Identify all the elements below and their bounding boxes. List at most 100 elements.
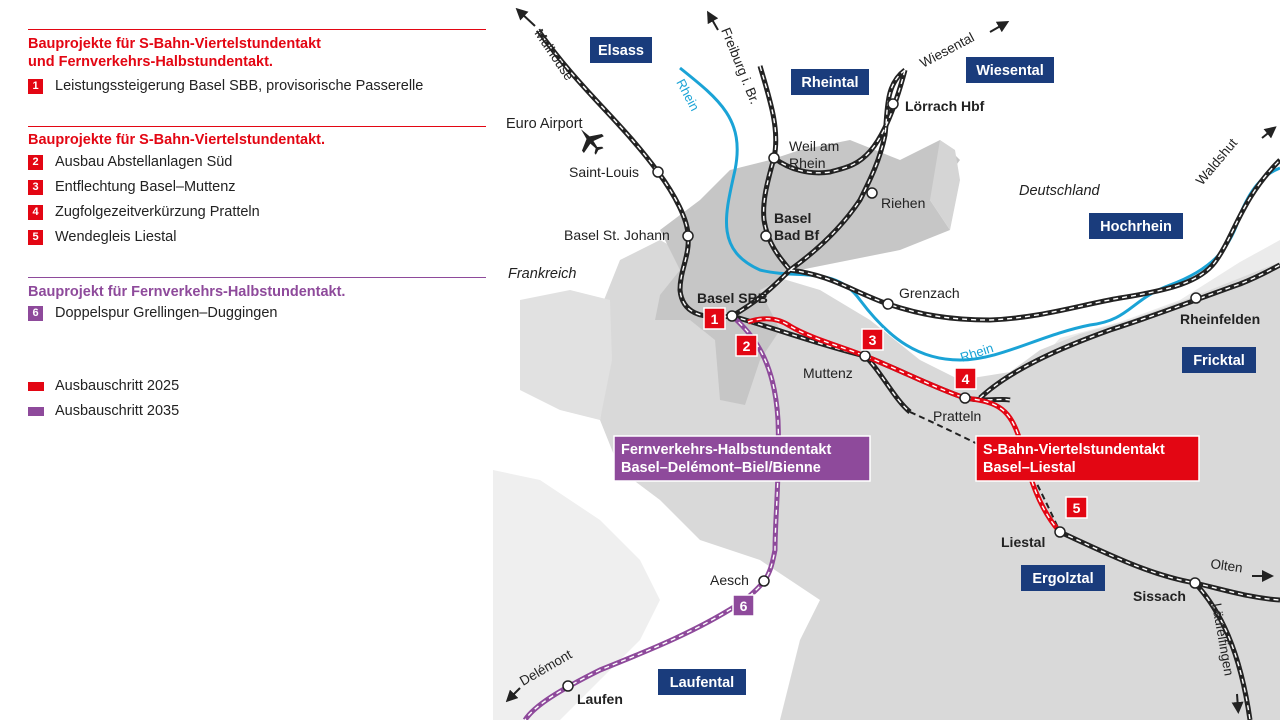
station-dot-rheinfelden bbox=[1190, 292, 1202, 304]
station-dot-muttenz bbox=[859, 350, 871, 362]
label-saint-louis: Saint-Louis bbox=[569, 164, 639, 180]
key-label-2025: Ausbauschritt 2025 bbox=[55, 378, 180, 394]
region-fricktal: Fricktal bbox=[1193, 353, 1245, 369]
label-pratteln: Pratteln bbox=[933, 408, 981, 424]
legend-num-2: 2 bbox=[28, 154, 43, 170]
dir-mulhouse: Mulhouse bbox=[532, 26, 577, 83]
callout-sbahn-line1: S-Bahn-Viertelstundentakt bbox=[983, 442, 1165, 458]
callout-sbahn: S-Bahn-Viertelstundentakt Basel–Liestal bbox=[975, 435, 1200, 482]
station-dot-liestal bbox=[1054, 526, 1066, 538]
label-muttenz: Muttenz bbox=[803, 365, 853, 381]
svg-text:2: 2 bbox=[743, 338, 751, 354]
legend-item-3: 3 Entflechtung Basel–Muttenz bbox=[28, 178, 236, 196]
label-riehen: Riehen bbox=[881, 195, 925, 211]
land-light-southwest bbox=[493, 470, 660, 720]
marker-1: 1 bbox=[703, 307, 726, 330]
svg-text:6: 6 bbox=[740, 598, 748, 614]
project-markers: 1 2 3 4 5 6 bbox=[703, 307, 1088, 617]
legend-key-2035: Ausbauschritt 2035 bbox=[28, 402, 179, 420]
legend-title-1-line2: und Fernverkehrs-Halbstundentakt. bbox=[28, 54, 273, 70]
region-labels: Elsass Rheintal Wiesental Hochrhein Fric… bbox=[590, 37, 1256, 695]
legend-rule-2 bbox=[28, 126, 486, 127]
legend-num-6: 6 bbox=[28, 305, 43, 321]
land-mid-south bbox=[600, 240, 1280, 720]
label-basel-bad-2: Bad Bf bbox=[774, 227, 819, 243]
legend-item-2: 2 Ausbau Abstellanlagen Süd bbox=[28, 153, 232, 171]
legend-num-4: 4 bbox=[28, 204, 43, 220]
station-dot-basel-bad bbox=[760, 230, 772, 242]
key-swatch-2035 bbox=[28, 406, 44, 416]
dir-olten: Olten bbox=[1210, 556, 1244, 575]
land-dark-basel bbox=[655, 140, 960, 405]
station-dot-grenzach bbox=[882, 298, 894, 310]
label-basel-sbb: Basel SBB bbox=[697, 290, 768, 306]
label-weil-1: Weil am bbox=[789, 138, 839, 154]
legend-title-3: Bauprojekt für Fernverkehrs-Halbstundent… bbox=[28, 284, 346, 300]
station-dot-saint-louis bbox=[652, 166, 664, 178]
country-deutschland: Deutschland bbox=[1019, 183, 1101, 199]
key-swatch-2025 bbox=[28, 381, 44, 391]
dir-waldshut: Waldshut bbox=[1193, 135, 1241, 188]
legend-text-6: Doppelspur Grellingen–Duggingen bbox=[55, 305, 278, 321]
callout-fernverkehr: Fernverkehrs-Halbstundentakt Basel–Delém… bbox=[613, 435, 871, 482]
label-laufen: Laufen bbox=[577, 691, 623, 707]
arrow-delemont bbox=[505, 687, 521, 703]
label-loerrach: Lörrach Hbf bbox=[905, 98, 985, 114]
region-wiesental: Wiesental bbox=[976, 63, 1044, 79]
station-dot-sissach bbox=[1189, 577, 1201, 589]
land-mid-northeast bbox=[930, 140, 960, 230]
legend-rule-3 bbox=[28, 277, 486, 278]
svg-text:4: 4 bbox=[962, 371, 970, 387]
region-elsass: Elsass bbox=[598, 43, 644, 59]
station-dot-weil bbox=[768, 152, 780, 164]
station-dots bbox=[562, 98, 1202, 692]
legend-text-5: Wendegleis Liestal bbox=[55, 229, 177, 245]
legend-key-2025: Ausbauschritt 2025 bbox=[28, 377, 179, 395]
label-liestal: Liestal bbox=[1001, 534, 1045, 550]
land-areas bbox=[493, 140, 1280, 720]
callout-fernverkehr-line2: Basel–Delémont–Biel/Bienne bbox=[621, 460, 821, 476]
station-dot-riehen bbox=[866, 187, 878, 199]
legend-text-1: Leistungssteigerung Basel SBB, provisori… bbox=[55, 78, 424, 94]
marker-5: 5 bbox=[1065, 496, 1088, 519]
legend-item-4: 4 Zugfolgezeitverkürzung Pratteln bbox=[28, 203, 260, 221]
svg-text:1: 1 bbox=[711, 311, 719, 327]
marker-4: 4 bbox=[954, 367, 977, 390]
arrow-freiburg bbox=[707, 10, 719, 31]
marker-2: 2 bbox=[735, 334, 758, 357]
legend-title-2: Bauprojekte für S-Bahn-Viertelstundentak… bbox=[28, 132, 326, 148]
label-aesch: Aesch bbox=[710, 572, 749, 588]
airplane-icon bbox=[581, 129, 604, 155]
svg-text:3: 3 bbox=[869, 332, 877, 348]
legend-num-5: 5 bbox=[28, 229, 43, 245]
legend-rule-1 bbox=[28, 29, 486, 30]
legend-text-2: Ausbau Abstellanlagen Süd bbox=[55, 154, 233, 170]
legend-num-3: 3 bbox=[28, 179, 43, 195]
marker-3: 3 bbox=[861, 328, 884, 351]
arrow-mulhouse bbox=[515, 7, 536, 27]
legend-text-3: Entflechtung Basel–Muttenz bbox=[55, 179, 236, 195]
key-label-2035: Ausbauschritt 2035 bbox=[55, 403, 180, 419]
country-frankreich: Frankreich bbox=[508, 266, 577, 282]
region-hochrhein: Hochrhein bbox=[1100, 219, 1172, 235]
country-labels: Frankreich Deutschland bbox=[508, 183, 1101, 282]
dir-freiburg: Freiburg i. Br. bbox=[718, 26, 762, 107]
legend-item-5: 5 Wendegleis Liestal bbox=[28, 228, 176, 246]
arrow-wiesental bbox=[989, 21, 1010, 33]
station-labels: Saint-Louis Basel St. Johann Basel SBB B… bbox=[564, 98, 1260, 707]
station-dot-basel-sbb bbox=[726, 310, 738, 322]
label-sissach: Sissach bbox=[1133, 588, 1186, 604]
region-laufental: Laufental bbox=[670, 675, 734, 691]
region-ergolztal: Ergolztal bbox=[1032, 571, 1093, 587]
direction-arrows bbox=[505, 7, 1277, 714]
callout-fernverkehr-line1: Fernverkehrs-Halbstundentakt bbox=[621, 442, 831, 458]
svg-text:5: 5 bbox=[1073, 500, 1081, 516]
label-grenzach: Grenzach bbox=[899, 285, 960, 301]
legend-item-1: 1 Leistungssteigerung Basel SBB, proviso… bbox=[28, 77, 423, 95]
label-st-johann: Basel St. Johann bbox=[564, 227, 670, 243]
arrow-waldshut bbox=[1261, 126, 1277, 139]
label-weil-2: Rhein bbox=[789, 155, 826, 171]
station-dot-loerrach bbox=[887, 98, 899, 110]
station-dot-st-johann bbox=[682, 230, 694, 242]
